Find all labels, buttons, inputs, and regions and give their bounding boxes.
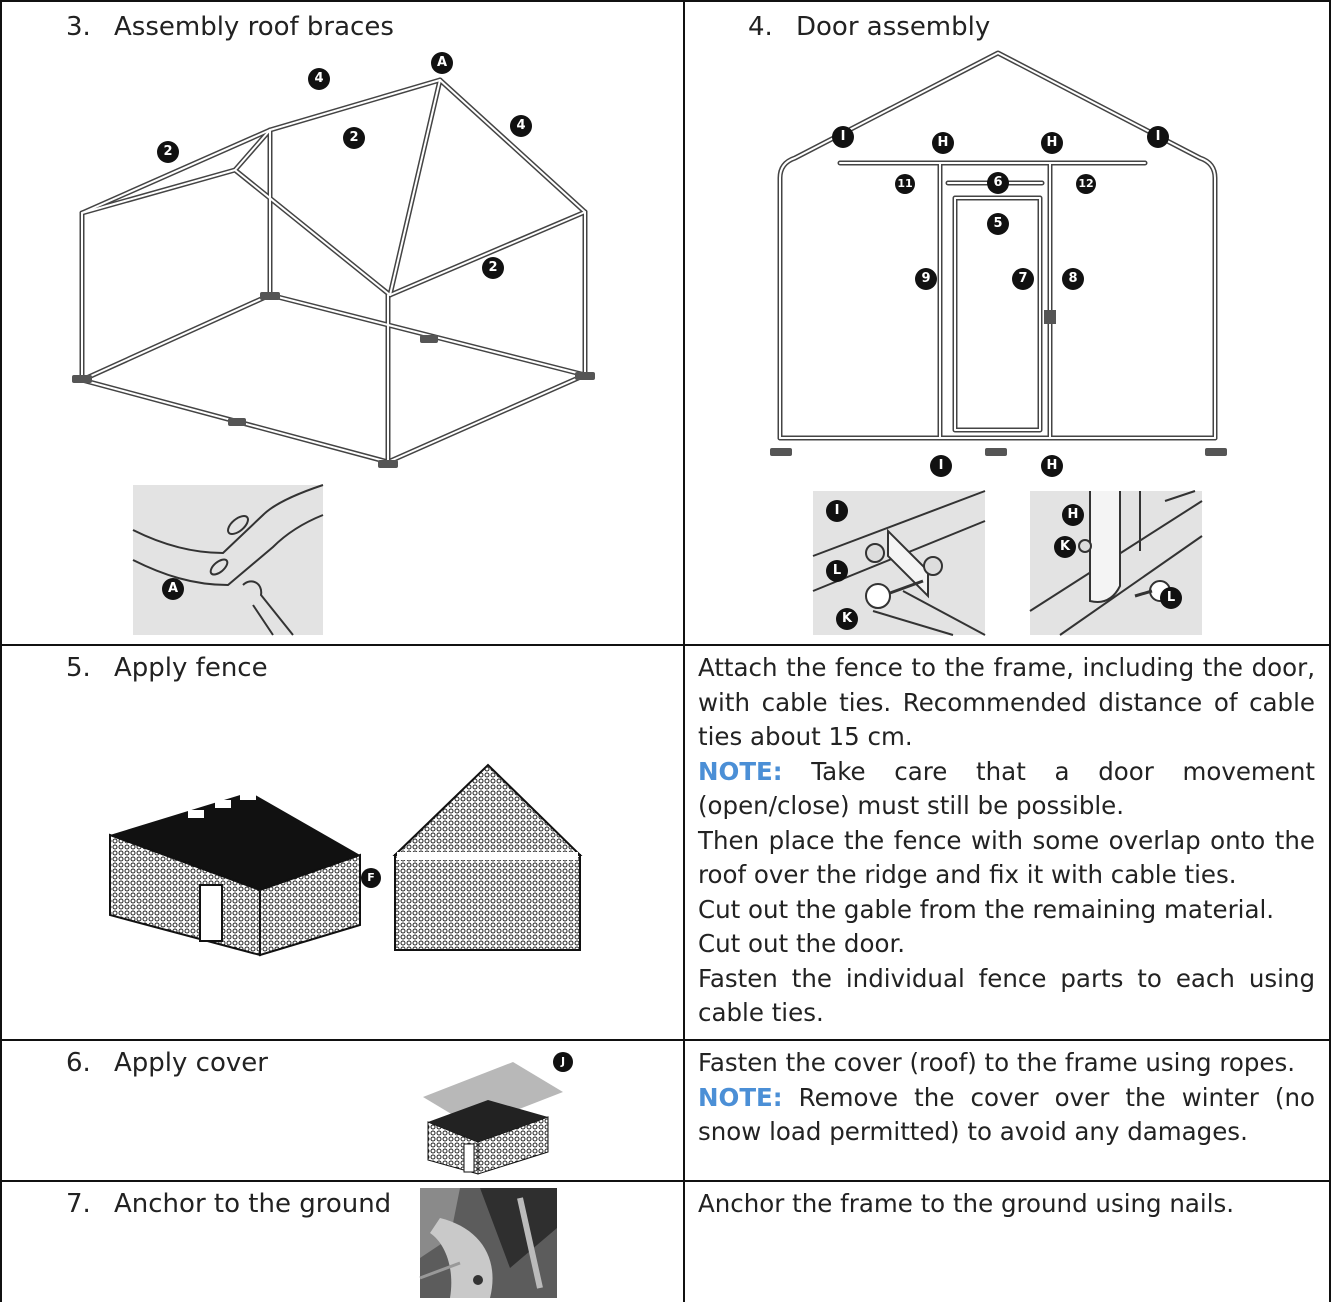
fence-applied-illustration — [109, 763, 583, 957]
paragraph: Anchor the frame to the ground using nai… — [698, 1189, 1235, 1218]
door-assembly-illustration — [770, 50, 1227, 456]
step-7-heading: 7. Anchor to the ground — [66, 1189, 391, 1219]
table-row-divider — [0, 1039, 1331, 1041]
step-number: 3. — [66, 12, 91, 42]
corner-detail-photo — [132, 484, 324, 636]
note-label: NOTE: — [698, 756, 783, 786]
step-number: 5. — [66, 653, 91, 683]
step-4-heading: 4. Door assembly — [748, 12, 990, 42]
step-title: Assembly roof braces — [114, 12, 394, 42]
label-L: L — [1160, 587, 1182, 609]
ground-anchor-photo — [419, 1188, 557, 1298]
step-5-instructions: Attach the fence to the frame, including… — [698, 651, 1315, 1031]
label-8: 8 — [1062, 268, 1084, 290]
table-row-divider — [0, 1180, 1331, 1182]
label-J: J — [553, 1052, 573, 1072]
label-H: H — [1041, 455, 1063, 477]
note-text: Remove the cover over the winter (no sno… — [698, 1082, 1315, 1147]
note-text: Take care that a door movement (open/clo… — [698, 756, 1315, 821]
step-title: Apply cover — [114, 1048, 268, 1078]
step-6-heading: 6. Apply cover — [66, 1048, 268, 1078]
step-number: 4. — [748, 12, 773, 42]
label-K: K — [836, 608, 858, 630]
label-H: H — [1062, 504, 1084, 526]
paragraph: Fasten the individual fence parts to eac… — [698, 963, 1315, 1028]
label-A: A — [162, 578, 184, 600]
label-12: 12 — [1076, 174, 1096, 194]
table-column-divider — [683, 0, 685, 1302]
label-4: 4 — [510, 115, 532, 137]
paragraph: Cut out the door. — [698, 929, 906, 958]
note-paragraph: NOTE: Take care that a door movement (op… — [698, 755, 1315, 824]
detail-photo-H — [1029, 490, 1203, 636]
paragraph: Cut out the gable from the remaining mat… — [698, 894, 1275, 924]
label-11: 11 — [895, 174, 915, 194]
label-4: 4 — [308, 68, 330, 90]
step-3-heading: 3. Assembly roof braces — [66, 12, 394, 42]
label-6: 6 — [987, 172, 1009, 194]
table-border-left — [0, 0, 2, 1302]
step-7-instructions: Anchor the frame to the ground using nai… — [698, 1187, 1315, 1222]
table-row-divider — [0, 644, 1331, 646]
label-K: K — [1054, 536, 1076, 558]
label-9: 9 — [915, 268, 937, 290]
step-number: 7. — [66, 1189, 91, 1219]
step-title: Anchor to the ground — [114, 1189, 392, 1219]
roof-braces-frame-illustration — [72, 77, 595, 468]
paragraph: Then place the fence with some overlap o… — [698, 825, 1315, 890]
label-I: I — [826, 500, 848, 522]
paragraph: Attach the fence to the frame, including… — [698, 653, 1315, 751]
label-I: I — [1147, 126, 1169, 148]
label-H: H — [1041, 132, 1063, 154]
note-label: NOTE: — [698, 1082, 783, 1112]
step-title: Door assembly — [796, 12, 991, 42]
label-2: 2 — [157, 141, 179, 163]
label-I: I — [832, 126, 854, 148]
step-6-instructions: Fasten the cover (roof) to the frame usi… — [698, 1046, 1315, 1150]
label-I: I — [930, 455, 952, 477]
label-L: L — [826, 560, 848, 582]
step-number: 6. — [66, 1048, 91, 1078]
label-2: 2 — [343, 127, 365, 149]
step-title: Apply fence — [114, 653, 268, 683]
label-F: F — [361, 868, 381, 888]
table-border-top — [0, 0, 1331, 2]
step-5-heading: 5. Apply fence — [66, 653, 268, 683]
label-A: A — [431, 52, 453, 74]
table-border-right — [1329, 0, 1331, 1302]
label-5: 5 — [987, 213, 1009, 235]
cover-applied-illustration — [423, 1062, 563, 1175]
label-H: H — [932, 132, 954, 154]
paragraph: Fasten the cover (roof) to the frame usi… — [698, 1048, 1296, 1077]
label-7: 7 — [1012, 268, 1034, 290]
label-2: 2 — [482, 257, 504, 279]
note-paragraph: NOTE: Remove the cover over the winter (… — [698, 1081, 1315, 1150]
